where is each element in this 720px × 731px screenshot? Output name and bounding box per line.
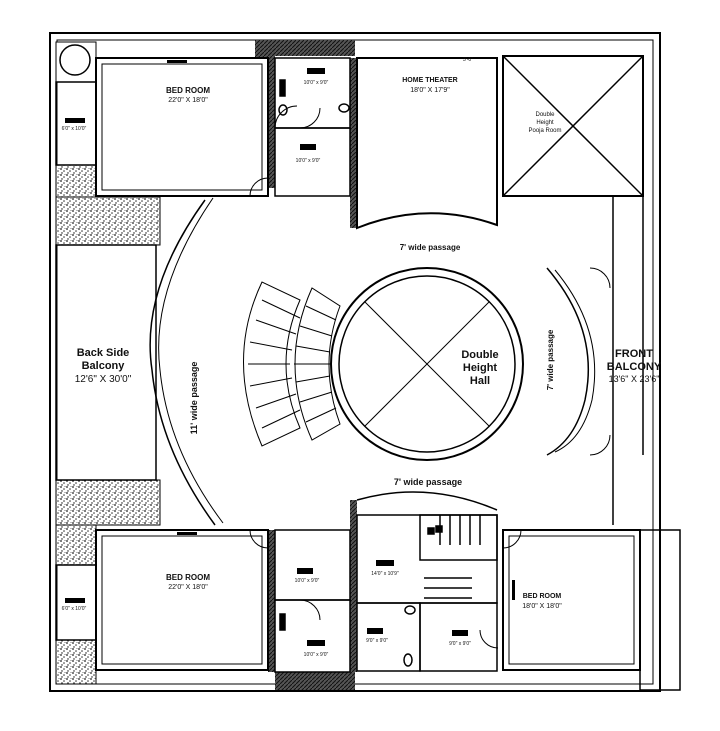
pooja-room (502, 55, 644, 197)
landscape-gravel (55, 41, 161, 685)
bedroom-bottom-left-dim: 22'0" X 18'0" (168, 584, 208, 591)
toilets-bottom-center (356, 602, 498, 672)
bedroom-top-left (95, 57, 269, 197)
wall-hatch (255, 40, 357, 690)
bedroom-right-dim: 18'0" X 18'0" (522, 603, 562, 610)
passage-bottom-label: 7' wide passage (394, 477, 462, 487)
home-theater-dim: 18'0" X 17'9" (410, 87, 450, 94)
spiral-stairs (243, 281, 341, 447)
planter-circle (59, 44, 91, 76)
pooja-line2: Height (536, 120, 554, 126)
toilet-f-dim: 9'0" x 9'0" (449, 641, 471, 647)
door-swings (249, 177, 611, 649)
passage-left-label: 11' wide passage (189, 362, 199, 435)
toilet-a-dim: 10'0" x 9'0" (304, 80, 329, 86)
bedroom-top-left-name: BED ROOM (166, 86, 210, 95)
toilets-top (274, 57, 351, 197)
hall-line1: Double (461, 349, 498, 361)
bedroom-bottom-left-name: BED ROOM (166, 573, 210, 582)
hall-line2: Height (463, 362, 498, 374)
dressing-top-left (55, 81, 97, 166)
home-theater-name: HOME THEATER (402, 77, 457, 84)
back-balcony-dim: 12'6" X 30'0" (75, 374, 132, 385)
toilet-c-dim: 10'0" x 9'0" (295, 578, 320, 584)
front-balcony-dim: 13'6" X 23'6" (609, 374, 660, 384)
bedroom-bottom-left (95, 529, 269, 671)
store-stair-block (356, 514, 498, 604)
bedroom-right-name: BED ROOM (523, 593, 562, 600)
door-dim-mark: 3'-0" (463, 57, 473, 63)
toilet-b-dim: 10'0" x 9'0" (296, 158, 321, 164)
pooja-line1: Double (535, 112, 555, 118)
dress-bottom-left-dim: 6'0" x 10'0" (62, 606, 87, 612)
double-height-hall (330, 267, 524, 461)
store-dim: 14'0" x 10'9" (371, 571, 399, 577)
back-balcony-line1: Back Side (77, 347, 130, 359)
home-theater (356, 57, 498, 230)
toilets-bottom (274, 529, 351, 673)
back-balcony (55, 244, 157, 481)
pooja-line3: Pooja Room (528, 128, 561, 134)
passage-top-label: 7' wide passage (400, 243, 461, 252)
back-balcony-line2: Balcony (82, 360, 126, 372)
front-balcony-line2: BALCONY (607, 361, 662, 373)
room-tag-bars (65, 60, 515, 646)
toilet-d-dim: 10'0" x 9'0" (304, 652, 329, 658)
hall-line3: Hall (470, 375, 490, 387)
bedroom-top-left-dim: 22'0" X 18'0" (168, 97, 208, 104)
right-walls (612, 196, 681, 691)
passage-right-label: 7' wide passage (546, 329, 555, 390)
toilet-e-dim: 9'0" x 9'0" (366, 638, 388, 644)
front-balcony-line1: FRONT (615, 348, 653, 360)
dress-top-left-dim: 6'0" x 10'0" (62, 126, 87, 132)
bedroom-bottom-right (502, 529, 641, 671)
passage-ring (149, 197, 596, 526)
